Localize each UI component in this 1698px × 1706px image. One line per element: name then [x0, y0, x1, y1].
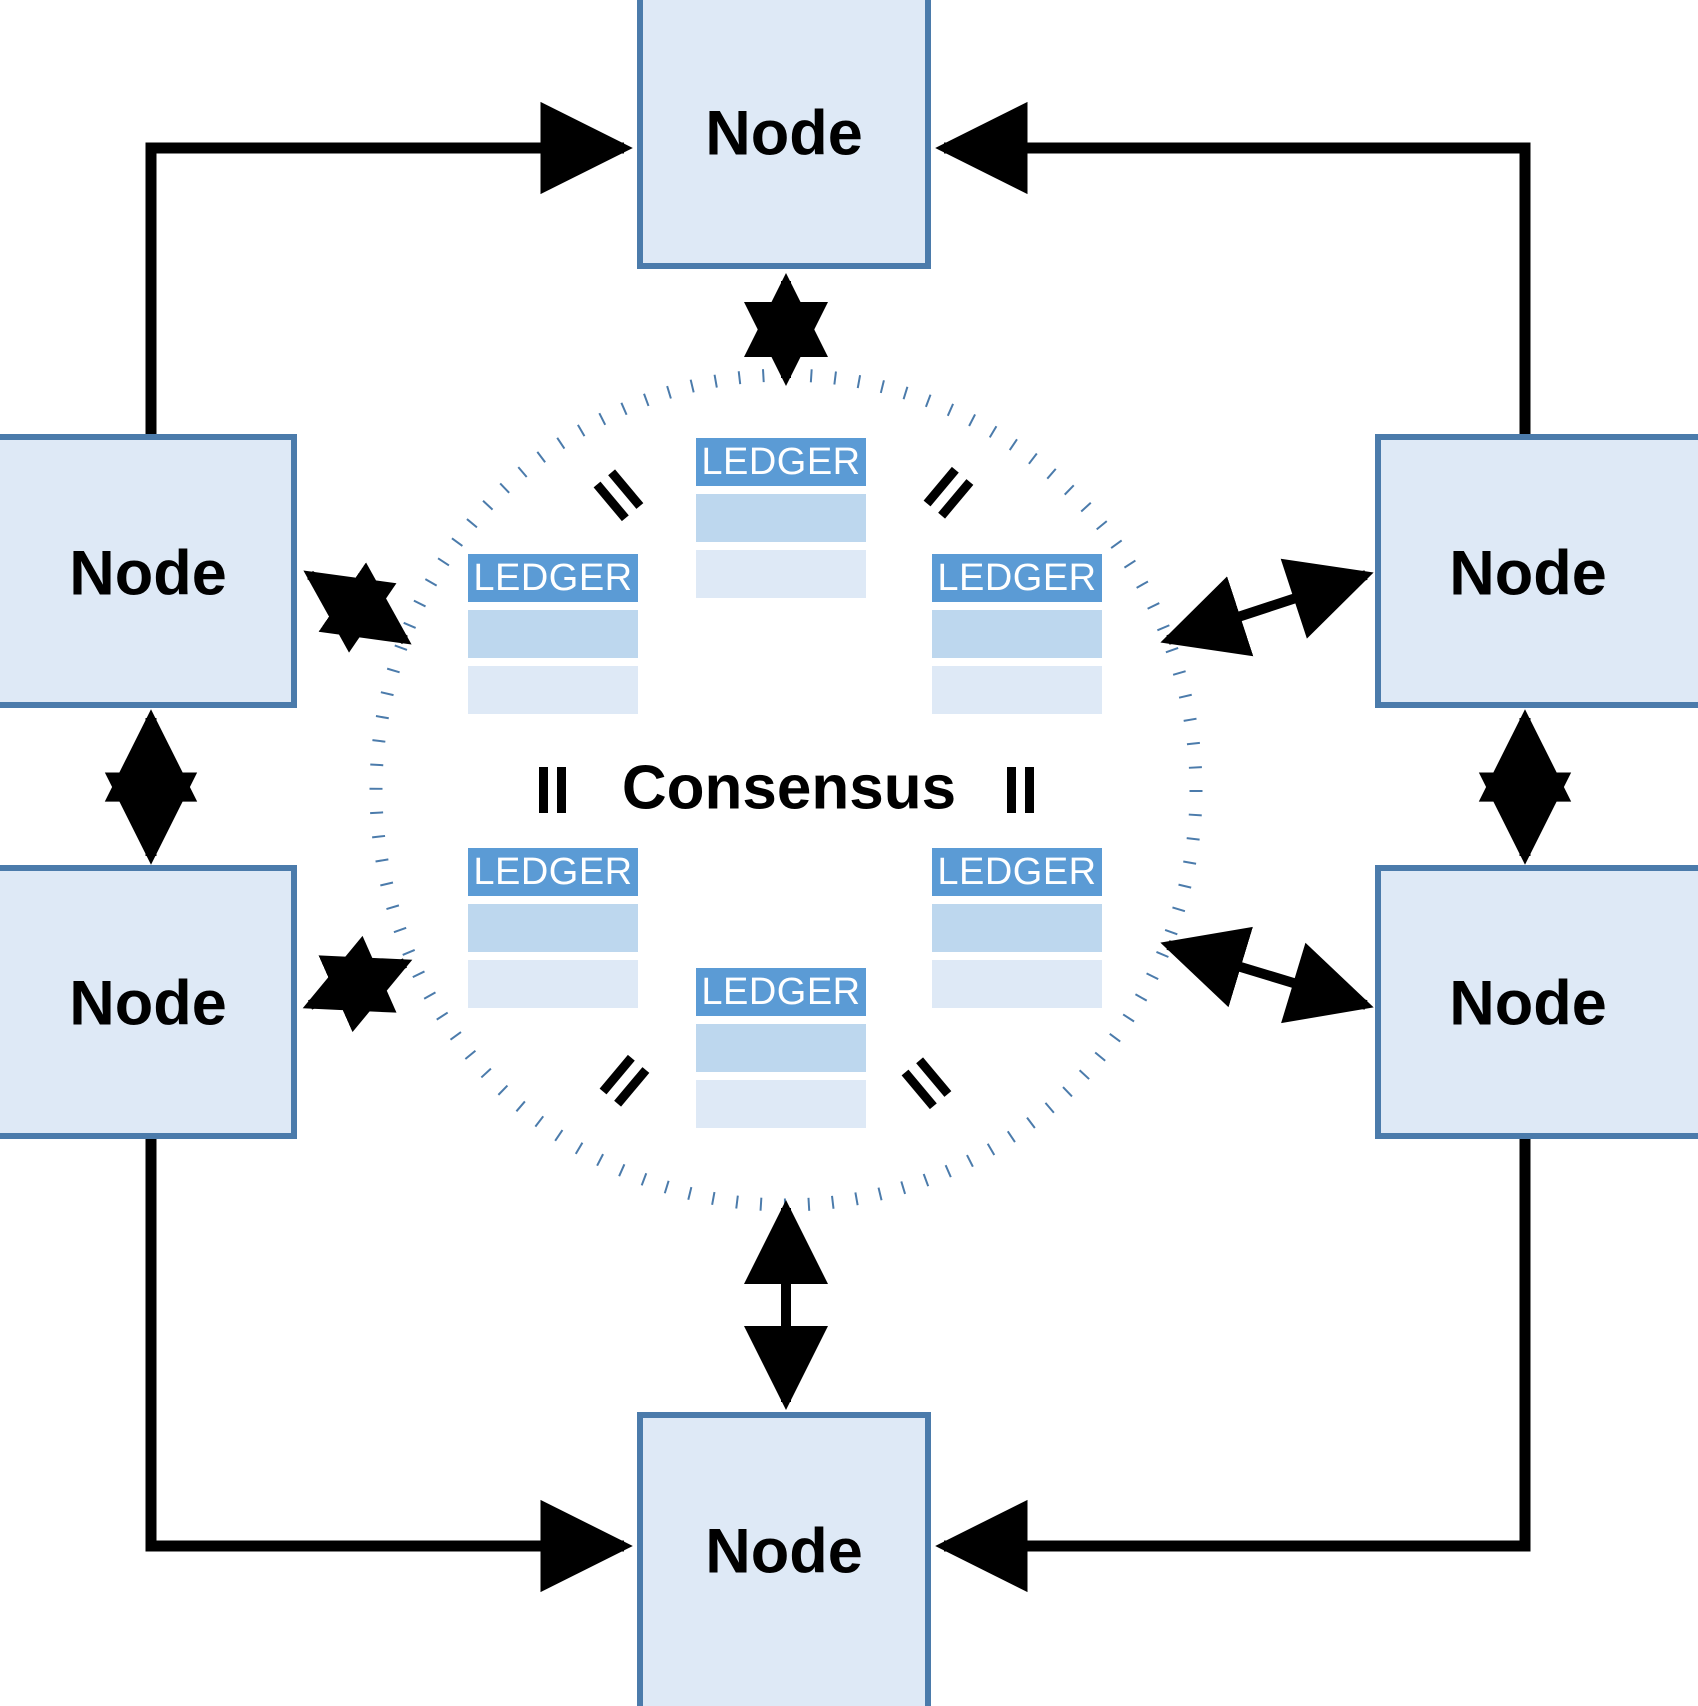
arrow-right-upper-consensus — [1160, 558, 1374, 657]
ledger-upper-left-header — [468, 554, 638, 602]
node-top-box[interactable] — [637, 0, 931, 269]
node-bottom[interactable]: Node — [637, 1412, 931, 1706]
arrow-left-lower-to-bottom — [145, 1136, 633, 1593]
node-top-label: Node — [705, 99, 863, 169]
ledger-bottom-row-2 — [696, 1080, 866, 1128]
node-right-lower-label: Node — [1449, 969, 1607, 1039]
ledger-upper-right-row-2 — [932, 666, 1102, 714]
ledger-lower-left-row-1 — [468, 904, 638, 952]
ledger-lower-right-label: LEDGER — [937, 851, 1096, 893]
equals-upper-left-icon — [593, 469, 644, 522]
equals-lower-left-icon — [599, 1054, 650, 1107]
consensus-connectors — [302, 273, 1374, 1410]
node-right-upper-box[interactable] — [1375, 434, 1698, 708]
node-left-lower-label: Node — [69, 969, 227, 1039]
arrow-right-lower-to-bottom — [935, 1136, 1531, 1593]
ledger-top-row-2 — [696, 550, 866, 598]
node-bottom-label: Node — [705, 1517, 863, 1587]
ledger-top[interactable]: LEDGER — [696, 438, 866, 598]
equals-mid-right-icon — [1007, 767, 1034, 813]
ledger-upper-left-row-2 — [468, 666, 638, 714]
ledger-lower-right-header — [932, 848, 1102, 896]
node-left-lower[interactable]: Node — [0, 865, 297, 1139]
node-left-upper[interactable]: Node — [0, 434, 297, 708]
ledger-lower-right-row-2 — [932, 960, 1102, 1008]
ledger-top-label: LEDGER — [701, 441, 860, 483]
ledger-upper-right-header — [932, 554, 1102, 602]
ledger-lower-right[interactable]: LEDGER — [932, 848, 1102, 1008]
node-left-upper-box[interactable] — [0, 434, 297, 708]
equals-mid-left-icon — [539, 767, 566, 813]
ledger-lower-left-row-2 — [468, 960, 638, 1008]
node-right-upper-label: Node — [1449, 539, 1607, 609]
ledger-bottom-label: LEDGER — [701, 971, 860, 1013]
arrow-left-upper-consensus — [303, 562, 412, 653]
arrow-left-lower-consensus — [302, 935, 413, 1033]
equals-lower-right-icon — [901, 1057, 952, 1110]
consensus-label: Consensus — [622, 753, 956, 822]
arrow-right-upper-to-top — [935, 101, 1531, 437]
node-right-lower-box[interactable] — [1375, 865, 1698, 1139]
arrow-left-upper-to-top — [145, 101, 633, 437]
ledger-upper-left[interactable]: LEDGER — [468, 554, 638, 714]
ledger-top-row-1 — [696, 494, 866, 542]
node-left-upper-label: Node — [69, 539, 227, 609]
ledger-bottom-header — [696, 968, 866, 1016]
node-top[interactable]: Node — [637, 0, 931, 269]
node-left-lower-box[interactable] — [0, 865, 297, 1139]
ledger-upper-right[interactable]: LEDGER — [932, 554, 1102, 714]
ledger-lower-left-header — [468, 848, 638, 896]
ledger-bottom[interactable]: LEDGER — [696, 968, 866, 1128]
ledger-upper-left-row-1 — [468, 610, 638, 658]
side-vertical-connectors — [104, 709, 1572, 865]
ledger-upper-left-label: LEDGER — [473, 557, 632, 599]
ledger-upper-right-row-1 — [932, 610, 1102, 658]
ledger-lower-right-row-1 — [932, 904, 1102, 952]
equals-upper-right-icon — [923, 466, 974, 519]
arrow-right-lower-consensus — [1160, 926, 1374, 1024]
outer-elbow-connectors — [145, 101, 1531, 1593]
ledger-lower-left[interactable]: LEDGER — [468, 848, 638, 1008]
node-right-upper[interactable]: Node — [1375, 434, 1698, 708]
ledger-upper-right-label: LEDGER — [937, 557, 1096, 599]
node-right-lower[interactable]: Node — [1375, 865, 1698, 1139]
node-bottom-box[interactable] — [637, 1412, 931, 1706]
ledger-lower-left-label: LEDGER — [473, 851, 632, 893]
ledger-bottom-row-1 — [696, 1024, 866, 1072]
ledger-top-header — [696, 438, 866, 486]
consensus-circle — [369, 368, 1203, 1212]
